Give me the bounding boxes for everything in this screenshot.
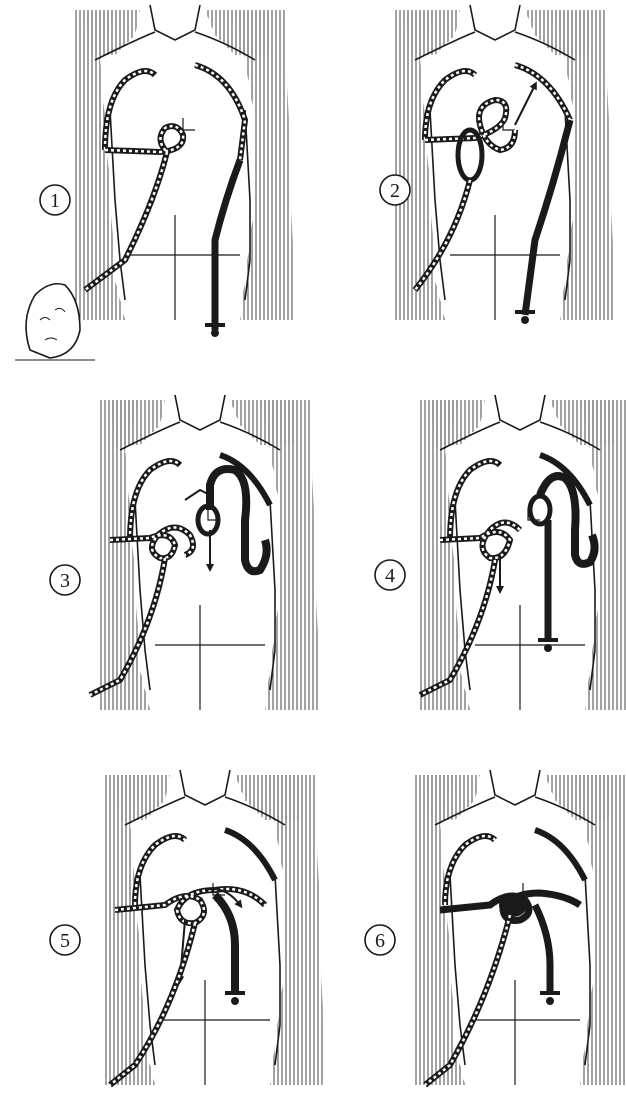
step-1-label: 1 [50,190,60,212]
step-6-label: 6 [375,930,385,952]
step-1-panel: 1 [15,5,295,360]
step-2-label: 2 [390,180,400,202]
step-4-panel: 4 [375,395,626,710]
step-2-panel: 2 [380,5,615,324]
rock-anchor [26,284,80,358]
torso-illustration [415,770,626,1085]
torso-illustration [105,770,325,1085]
step-3-label: 3 [60,570,70,592]
step-6-panel: 6 [365,770,626,1085]
step-3-panel: 3 [50,395,320,710]
step-5-label: 5 [60,930,70,952]
step-5-panel: 5 [50,770,325,1085]
step-4-label: 4 [385,565,395,587]
rope-harness [105,71,155,150]
